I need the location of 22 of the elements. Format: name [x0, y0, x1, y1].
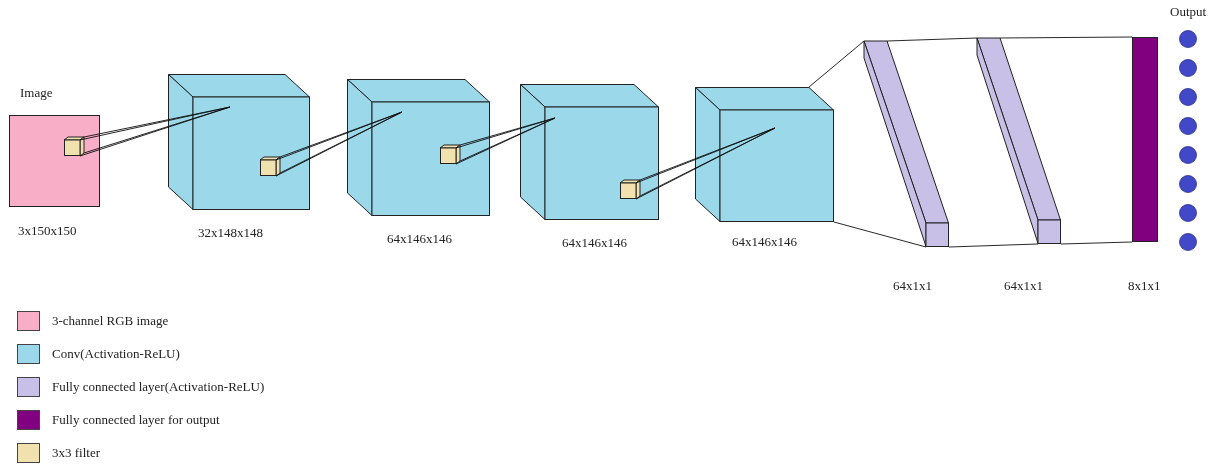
dimension-label: 64x146x146 [387, 231, 452, 247]
legend-label: 3x3 filter [52, 445, 100, 461]
output-label: Output [1170, 4, 1207, 20]
layer-connection-lines [999, 36, 1133, 245]
filter-projection-lines [275, 111, 403, 177]
legend-label: Fully connected layer(Activation-ReLU) [52, 379, 265, 395]
dimension-label: 64x146x146 [562, 235, 627, 251]
layer-connection-lines [886, 37, 1039, 248]
legend-label: Fully connected layer for output [52, 412, 220, 428]
dimension-label: 64x146x146 [732, 234, 797, 250]
dimension-label: 64x1x1 [1004, 278, 1043, 294]
filter-projection-lines [455, 117, 556, 165]
legend-label: Conv(Activation-ReLU) [52, 346, 180, 362]
dimension-label: 3x150x150 [18, 223, 77, 239]
layer-connection-lines [808, 40, 927, 248]
dimension-label: 32x148x148 [198, 225, 263, 241]
filter-projection-lines [79, 106, 231, 157]
filter-projection-lines [635, 127, 776, 200]
dimension-label: 64x1x1 [893, 278, 932, 294]
dimension-label: 8x1x1 [1128, 278, 1161, 294]
node-title: Image [20, 85, 53, 101]
legend-label: 3-channel RGB image [52, 313, 169, 329]
